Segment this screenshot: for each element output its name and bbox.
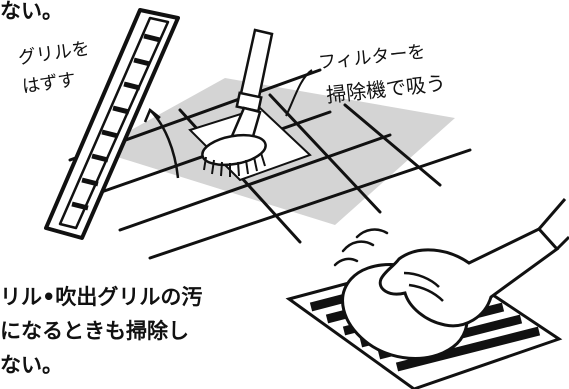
- grill-cleaning-illustration: [44, 8, 472, 260]
- vacuum-cleaner-icon: [201, 28, 274, 167]
- instruction-text-line-2: になるときも掃除し: [0, 319, 189, 343]
- hand-icon: [378, 227, 560, 328]
- instruction-text-line-1: リル•吹出グリルの汚: [0, 285, 203, 309]
- motion-lines-icon: [333, 228, 389, 267]
- instruction-text-top: ない。: [0, 0, 63, 23]
- grill-panel: [44, 8, 180, 240]
- wiping-grill-illustration: [285, 198, 569, 389]
- instruction-text-line-3: ない。: [0, 353, 63, 377]
